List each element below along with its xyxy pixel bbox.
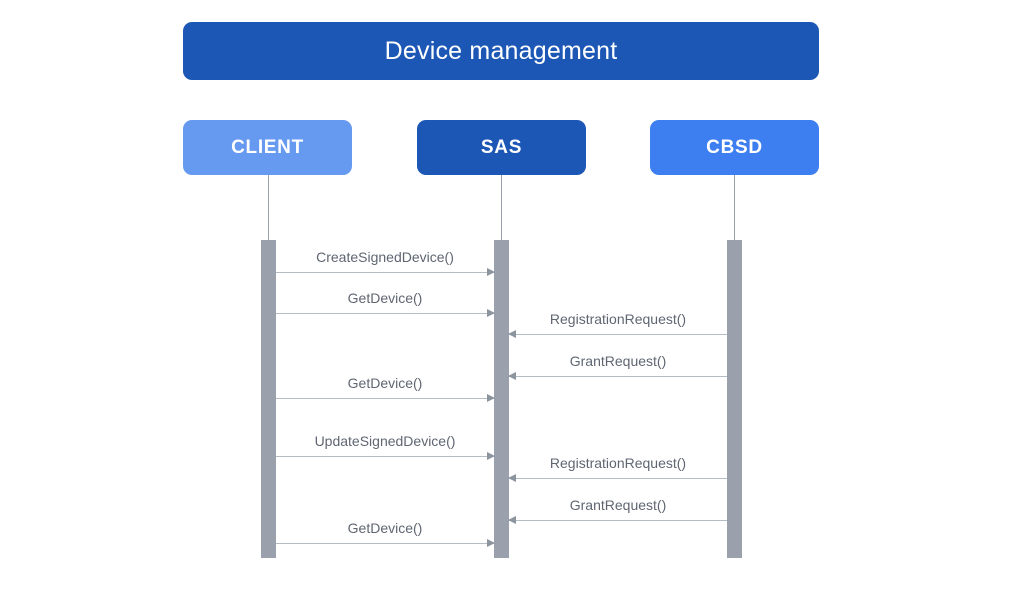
message-label-9: GetDevice(): [347, 520, 423, 536]
lifeline-client: [268, 175, 269, 241]
message-label-2: GetDevice(): [347, 290, 423, 306]
message-label-3: RegistrationRequest(): [549, 311, 687, 327]
participant-label-client: CLIENT: [231, 136, 304, 158]
message-label-6: UpdateSignedDevice(): [314, 433, 456, 449]
participant-cbsd: CBSD: [650, 120, 819, 175]
message-line-1: [276, 272, 494, 273]
message-label-4: GrantRequest(): [569, 353, 667, 369]
participant-client: CLIENT: [183, 120, 352, 175]
message-line-7: [509, 478, 727, 479]
arrow-head-icon: [508, 372, 516, 380]
lifeline-cbsd: [734, 175, 735, 241]
arrow-head-icon: [487, 539, 495, 547]
message-line-6: [276, 456, 494, 457]
message-label-7: RegistrationRequest(): [549, 455, 687, 471]
diagram-title-banner: Device management: [183, 22, 819, 80]
message-line-9: [276, 543, 494, 544]
message-line-3: [509, 334, 727, 335]
arrow-head-icon: [487, 309, 495, 317]
message-line-8: [509, 520, 727, 521]
message-label-5: GetDevice(): [347, 375, 423, 391]
arrow-head-icon: [508, 474, 516, 482]
arrow-head-icon: [487, 268, 495, 276]
participant-sas: SAS: [417, 120, 586, 175]
participant-label-sas: SAS: [480, 136, 523, 158]
arrow-head-icon: [487, 452, 495, 460]
arrow-head-icon: [508, 330, 516, 338]
lifeline-sas: [501, 175, 502, 241]
message-line-5: [276, 398, 494, 399]
message-label-1: CreateSignedDevice(): [316, 249, 454, 265]
activation-bar-sas: [494, 240, 509, 558]
participant-label-cbsd: CBSD: [706, 136, 763, 158]
arrow-head-icon: [487, 394, 495, 402]
message-line-2: [276, 313, 494, 314]
activation-bar-client: [261, 240, 276, 558]
arrow-head-icon: [508, 516, 516, 524]
message-label-8: GrantRequest(): [569, 497, 667, 513]
page-title: Device management: [384, 36, 618, 65]
activation-bar-cbsd: [727, 240, 742, 558]
message-line-4: [509, 376, 727, 377]
